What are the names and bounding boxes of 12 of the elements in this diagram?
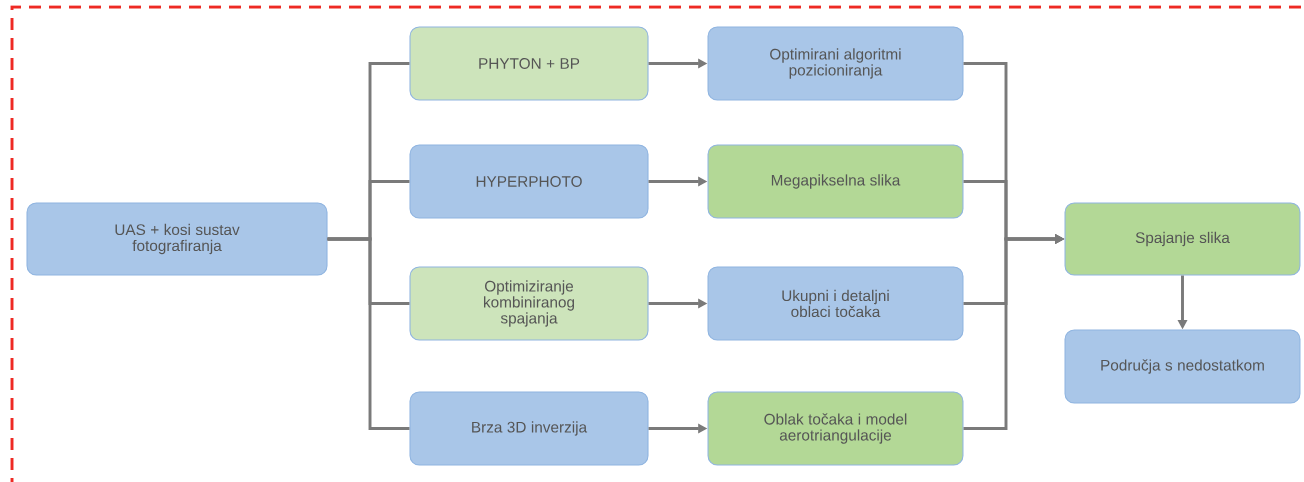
process-box: UAS + kosi sustav fotografiranja (26, 202, 328, 276)
process-box: PHYTON + BP (409, 26, 649, 101)
process-box: Spajanje slika (1064, 202, 1301, 276)
process-box: Oblak točaka i model aerotriangulacije (707, 391, 964, 466)
process-box: Područja s nedostatkom (1064, 329, 1301, 404)
connector-line (327, 237, 410, 430)
process-box: Optimirani algoritmi pozicioniranja (707, 26, 964, 101)
process-box: Ukupni i detaljni oblaci točaka (707, 266, 964, 341)
process-box: Megapikselna slika (707, 144, 964, 219)
process-box: HYPERPHOTO (409, 144, 649, 219)
process-box: Optimiziranje kombiniranog spajanja (409, 266, 649, 341)
process-box: Brza 3D inverzija (409, 391, 649, 466)
